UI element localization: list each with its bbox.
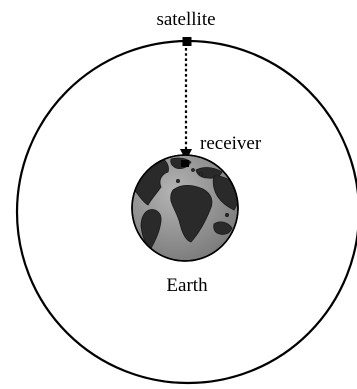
earth-globe	[132, 155, 239, 261]
satellite-marker	[183, 37, 192, 46]
satellite-label: satellite	[156, 9, 215, 30]
receiver-marker	[181, 160, 189, 167]
receiver-label: receiver	[200, 133, 262, 154]
earth-label: Earth	[166, 275, 208, 296]
